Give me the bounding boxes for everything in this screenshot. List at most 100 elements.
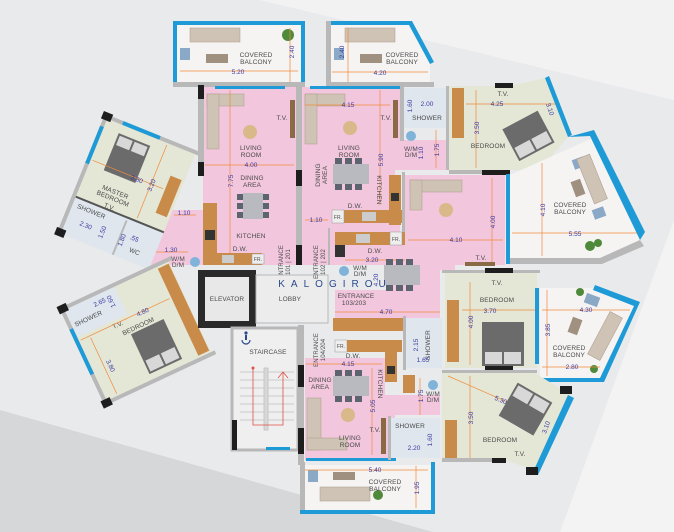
svg-text:LIVING: LIVING [339, 435, 361, 442]
svg-text:KITCHEN: KITCHEN [376, 369, 383, 398]
svg-text:BEDROOM: BEDROOM [483, 437, 517, 444]
svg-text:1.10: 1.10 [310, 217, 323, 224]
lobby-label: LOBBY [279, 296, 302, 303]
svg-text:BEDROOM: BEDROOM [480, 297, 514, 304]
dining-table-icon [243, 193, 263, 219]
svg-text:ROOM: ROOM [241, 152, 262, 159]
svg-text:4.00: 4.00 [490, 215, 497, 228]
svg-text:FR.: FR. [392, 237, 400, 243]
wc-label: WC [128, 247, 141, 258]
svg-text:3.70: 3.70 [484, 308, 497, 315]
svg-text:101 | 201: 101 | 201 [286, 249, 292, 275]
svg-text:D/M: D/M [405, 152, 417, 159]
svg-text:104/204: 104/204 [321, 338, 327, 361]
svg-text:2.20: 2.20 [408, 445, 421, 452]
svg-text:T.V.: T.V. [369, 427, 380, 434]
svg-text:1.50: 1.50 [97, 225, 108, 240]
svg-text:D.W.: D.W. [346, 353, 361, 360]
svg-text:ROOM: ROOM [339, 152, 360, 159]
svg-text:1.65: 1.65 [417, 357, 430, 364]
sink-icon [222, 255, 234, 263]
svg-text:T.V.: T.V. [491, 280, 502, 287]
svg-text:W/M: W/M [353, 265, 367, 272]
svg-text:T.V.: T.V. [380, 115, 391, 122]
svg-text:4.15: 4.15 [342, 361, 355, 368]
svg-text:BALCONY: BALCONY [369, 486, 401, 493]
svg-text:W/M: W/M [426, 391, 440, 398]
svg-text:5.40: 5.40 [369, 467, 382, 474]
svg-text:SHOWER: SHOWER [425, 330, 432, 360]
kitchen-label: KITCHEN [236, 233, 265, 240]
svg-text:BALCONY: BALCONY [386, 59, 418, 66]
svg-text:D/M: D/M [172, 262, 184, 269]
svg-text:D.W.: D.W. [233, 246, 248, 253]
svg-text:4.80: 4.80 [136, 307, 151, 319]
svg-text:KITCHEN: KITCHEN [375, 175, 382, 204]
svg-text:4.10: 4.10 [450, 237, 463, 244]
svg-text:4.10: 4.10 [540, 203, 547, 216]
svg-text:DINING: DINING [308, 377, 331, 384]
svg-text:D.W.: D.W. [348, 203, 363, 210]
svg-text:W/M: W/M [404, 146, 418, 153]
armchair-icon [180, 48, 190, 60]
svg-text:T.V.: T.V. [475, 255, 486, 262]
svg-text:1.60: 1.60 [106, 294, 118, 309]
svg-text:D/M: D/M [427, 397, 439, 404]
staircase-label: STAIRCASE [249, 349, 287, 356]
balcony-right-upper: 4.10 5.55 COVERED BALCONY [506, 130, 645, 264]
balcony-label: COVERED [240, 52, 273, 59]
svg-text:COVERED: COVERED [369, 479, 402, 486]
svg-text:BALCONY: BALCONY [554, 209, 586, 216]
svg-text:1.60: 1.60 [427, 433, 434, 446]
brand-watermark: KALOGIROU [278, 279, 391, 290]
svg-text:1.75: 1.75 [434, 143, 441, 156]
svg-text:2.40: 2.40 [339, 45, 346, 58]
svg-text:4.00: 4.00 [468, 315, 475, 328]
svg-text:FR.: FR. [254, 257, 262, 263]
apt-103-living: 4.10 4.00 T.V. FR. D.W. 3.20 W/M D/M 4.2… [333, 172, 505, 331]
round-table-icon [243, 125, 257, 139]
bed-icon [498, 382, 553, 436]
apt-103-bath: SHOWER 2.15 1.65 [403, 316, 442, 370]
svg-text:7.75: 7.75 [228, 174, 235, 187]
bedroom-lower-left: SHOWER 2.65 1.60 T.V. 4.80 BEDROOM 3.80 [56, 256, 217, 409]
svg-text:AREA: AREA [243, 182, 262, 189]
svg-text:5.30: 5.30 [493, 395, 508, 406]
svg-text:T.V.: T.V. [497, 91, 508, 98]
svg-text:1.60: 1.60 [407, 99, 414, 112]
svg-text:2.80: 2.80 [566, 364, 579, 371]
dining-area-label: DINING [240, 175, 263, 182]
bedroom-right-middle: T.V. BEDROOM 3.70 4.00 [442, 268, 540, 371]
svg-text:3.80: 3.80 [129, 174, 144, 185]
svg-text:4.15: 4.15 [342, 102, 355, 109]
svg-text:LIVING: LIVING [338, 145, 360, 152]
svg-text:4.00: 4.00 [245, 162, 258, 169]
svg-text:COVERED: COVERED [554, 202, 587, 209]
apt-104-living: ENTRANCE 104/204 FR. D.W. 4.15 DINING AR… [298, 325, 440, 465]
svg-text:ROOM: ROOM [340, 442, 361, 449]
svg-text:AREA: AREA [322, 165, 329, 184]
apt-102-living: T.V. 4.15 LIVING ROOM 5.90 DINING AREA K… [302, 86, 448, 279]
svg-text:FR.: FR. [337, 344, 345, 350]
svg-text:T.V.: T.V. [514, 451, 525, 458]
washing-machine-icon [190, 257, 200, 267]
svg-text:1.30: 1.30 [165, 247, 178, 254]
stairs [240, 367, 294, 431]
entrance-101-label: ENTRANCE [279, 245, 285, 279]
svg-text:2.40: 2.40 [289, 45, 296, 58]
plant-icon [282, 29, 294, 41]
svg-text:5.90: 5.90 [378, 153, 385, 166]
svg-text:2.15: 2.15 [413, 338, 420, 351]
svg-text:T.V.: T.V. [103, 202, 116, 213]
building-core: ELEVATOR LOBBY STAIRCASE [198, 270, 329, 452]
bedroom-lower-right: 5.30 3.50 BEDROOM 3.10 T.V. [442, 370, 574, 475]
svg-text:1.80: 1.80 [117, 233, 128, 248]
svg-text:1.10: 1.10 [178, 210, 191, 217]
svg-text:DINING: DINING [315, 163, 322, 186]
svg-text:4.20: 4.20 [374, 70, 387, 77]
living-room-label: LIVING [240, 145, 262, 152]
stair-direction-arrow [252, 368, 284, 426]
entrance-104-label: ENTRANCE [314, 333, 320, 367]
svg-text:D.W.: D.W. [368, 248, 383, 255]
